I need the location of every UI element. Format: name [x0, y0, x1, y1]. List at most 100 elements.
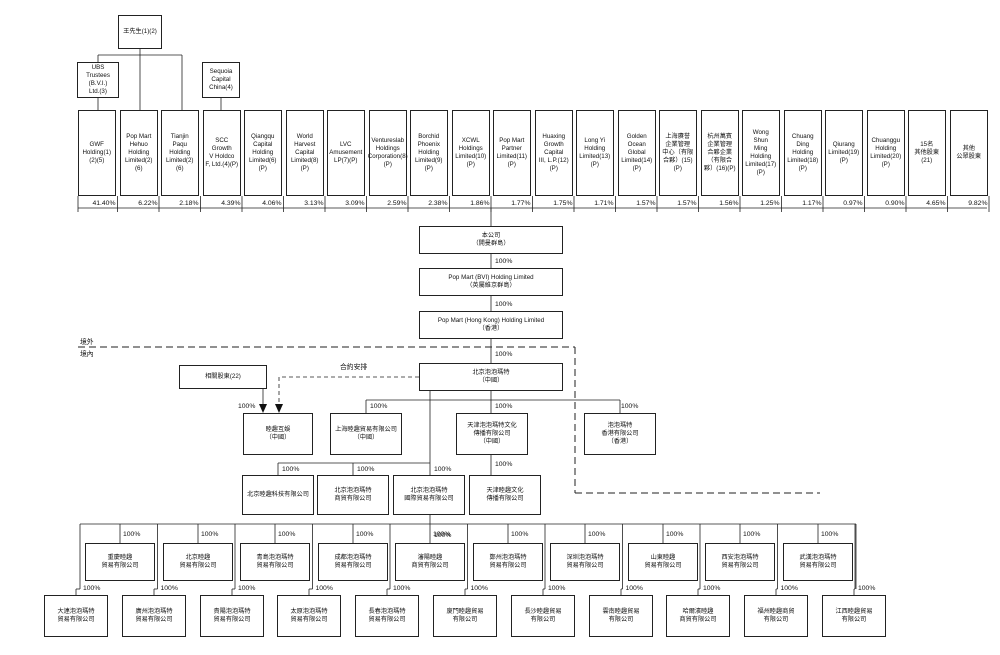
shareholder-percentage: 0.97%: [843, 200, 863, 207]
hundred-percent-label: 100%: [370, 403, 388, 410]
hundred-percent-label: 100%: [621, 403, 639, 410]
hundred-percent-label: 100%: [780, 585, 798, 592]
yiqu-box: 睦趣互娛 （中國）: [243, 413, 313, 455]
hundred-percent-label: 100%: [238, 403, 256, 410]
shareholder-percentage: 2.18%: [179, 200, 199, 207]
hundred-percent-label: 100%: [282, 466, 300, 473]
hundred-percent-label: 100%: [315, 585, 333, 592]
shareholder-box: Pop Mart Partner Limited(11)(P): [493, 110, 531, 196]
hundred-percent-label: 100%: [356, 531, 374, 538]
hundred-percent-label: 100%: [433, 531, 451, 538]
sequoia-capital-box: Sequoia Capital China(4): [202, 62, 240, 98]
shareholder-box: Chuanggu Holding Limited(20)(P): [867, 110, 905, 196]
hundred-percent-label: 100%: [511, 531, 529, 538]
subsidiary-box: 貴陽泡泡瑪特 貿易有限公司: [200, 595, 264, 637]
tianjin-culture-box: 天津泡泡瑪特文化 傳播有限公司 （中國）: [456, 413, 528, 455]
beijing-popmart-box: 北京泡泡瑪特 （中國）: [419, 363, 563, 391]
shareholder-percentage: 3.13%: [304, 200, 324, 207]
tianjin-media-box: 天津睦趣文化 傳播有限公司: [469, 475, 541, 515]
shareholder-box: XCWL Holdings Limited(10)(P): [452, 110, 490, 196]
offshore-label: 境外: [80, 339, 94, 346]
shareholder-percentage: 3.09%: [345, 200, 365, 207]
hundred-percent-label: 100%: [495, 403, 513, 410]
shareholder-box: LVC Amusement LP(7)(P): [327, 110, 365, 196]
shareholder-box: Pop Mart Hehuo Holding Limited(2)(6): [120, 110, 158, 196]
hundred-percent-label: 100%: [434, 532, 452, 539]
subsidiary-box: 深圳泡泡瑪特 貿易有限公司: [550, 543, 620, 581]
subsidiary-box: 鄭州泡泡瑪特 貿易有限公司: [473, 543, 543, 581]
hundred-percent-label: 100%: [495, 258, 513, 265]
shareholder-percentage: 1.71%: [594, 200, 614, 207]
shareholder-percentage: 1.75%: [553, 200, 573, 207]
subsidiary-box: 重慶睦趣 貿易有限公司: [85, 543, 155, 581]
shareholder-box: Qiurang Limited(19)(P): [825, 110, 863, 196]
shareholder-percentage: 6.22%: [138, 200, 158, 207]
hundred-percent-label: 100%: [858, 585, 876, 592]
subsidiary-box: 大連泡泡瑪特 貿易有限公司: [44, 595, 108, 637]
hundred-percent-label: 100%: [470, 585, 488, 592]
hundred-percent-label: 100%: [160, 585, 178, 592]
hundred-percent-label: 100%: [548, 585, 566, 592]
shareholder-box: Long Yi Holding Limited(13)(P): [576, 110, 614, 196]
beijing-intl-trade-box: 北京泡泡瑪特 國際貿易有限公司: [393, 475, 465, 515]
shareholder-box: Borchid Phoenix Holding Limited(9)(P): [410, 110, 448, 196]
hundred-percent-label: 100%: [495, 461, 513, 468]
shareholder-box: 上海赓誉 企業管理 中心（有限 合夥）(15)(P): [659, 110, 697, 196]
hundred-percent-label: 100%: [821, 531, 839, 538]
contract-arrowhead: [275, 404, 283, 413]
subsidiary-box: 瀋陽睦趣 商貿有限公司: [395, 543, 465, 581]
hk-holding-box: Pop Mart (Hong Kong) Holding Limited （香港…: [419, 311, 563, 339]
hundred-percent-label: 100%: [666, 531, 684, 538]
shareholder-box: SCC Growth V Holdco F, Ltd.(4)(P): [203, 110, 241, 196]
hundred-percent-label: 100%: [83, 585, 101, 592]
shareholder-percentage: 1.57%: [677, 200, 697, 207]
hk-subsidiary-box: 泡泡瑪特 香港有限公司 （香港）: [584, 413, 656, 455]
ubs-trustees-box: UBS Trustees (B.V.I.) Ltd.(3): [77, 62, 119, 98]
subsidiary-box: 山東睦趣 貿易有限公司: [628, 543, 698, 581]
subsidiary-box: 雲南睦趣貿易 有限公司: [589, 595, 653, 637]
shareholder-percentage: 1.57%: [636, 200, 656, 207]
onshore-label: 境內: [80, 351, 94, 358]
hundred-percent-label: 100%: [201, 531, 219, 538]
related-shareholders-box: 相關股東(22): [179, 365, 267, 389]
shareholder-box: 杭州萬賓 企業管理 合夥企業 （有限合 夥）(16)(P): [701, 110, 739, 196]
shareholder-box: GWF Holding(1)(2)(5): [78, 110, 116, 196]
ownership-arrowhead: [259, 404, 267, 413]
hundred-percent-label: 100%: [238, 585, 256, 592]
subsidiary-box: 北京睦趣 貿易有限公司: [163, 543, 233, 581]
subsidiary-box: 哈爾濱睦趣 商貿有限公司: [666, 595, 730, 637]
shareholder-box: Qiangqu Capital Holding Limited(6)(P): [244, 110, 282, 196]
shareholder-percentage: 9.82%: [968, 200, 988, 207]
shareholder-percentage: 2.38%: [428, 200, 448, 207]
bvi-holding-box: Pop Mart (BVI) Holding Limited （英屬維京群島）: [419, 268, 563, 296]
hundred-percent-label: 100%: [393, 585, 411, 592]
subsidiary-box: 長沙睦趣貿易 有限公司: [511, 595, 575, 637]
shareholder-percentage: 4.06%: [262, 200, 282, 207]
company-box: 本公司 （開曼群島）: [419, 226, 563, 254]
hundred-percent-label: 100%: [495, 351, 513, 358]
shareholder-percentage: 0.90%: [885, 200, 905, 207]
shareholder-percentage: 4.65%: [926, 200, 946, 207]
founder-box: 王先生(1)(2): [118, 15, 162, 49]
subsidiary-box: 廈門睦趣貿易 有限公司: [433, 595, 497, 637]
shareholder-percentage: 1.25%: [760, 200, 780, 207]
shareholder-percentage: 1.77%: [511, 200, 531, 207]
hundred-percent-label: 100%: [278, 531, 296, 538]
shareholder-percentage: 1.56%: [719, 200, 739, 207]
shareholder-box: Golden Ocean Global Limited(14)(P): [618, 110, 656, 196]
hundred-percent-label: 100%: [625, 585, 643, 592]
shareholder-box: 其他 公眾股東: [950, 110, 988, 196]
subsidiary-box: 成都泡泡瑪特 貿易有限公司: [318, 543, 388, 581]
hundred-percent-label: 100%: [495, 301, 513, 308]
shareholder-box: Wong Shun Ming Holding Limited(17)(P): [742, 110, 780, 196]
shareholder-percentage: 41.40%: [92, 200, 116, 207]
shareholder-box: 15名 其他股東(21): [908, 110, 946, 196]
subsidiary-box: 廣州泡泡瑪特 貿易有限公司: [122, 595, 186, 637]
shareholder-percentage: 4.39%: [221, 200, 241, 207]
subsidiary-box: 太原泡泡瑪特 貿易有限公司: [277, 595, 341, 637]
shareholder-percentage: 2.59%: [387, 200, 407, 207]
subsidiary-box: 福州睦趣商貿 有限公司: [744, 595, 808, 637]
shareholder-box: Ventureslab Holdings Corporation(8)(P): [368, 110, 408, 196]
